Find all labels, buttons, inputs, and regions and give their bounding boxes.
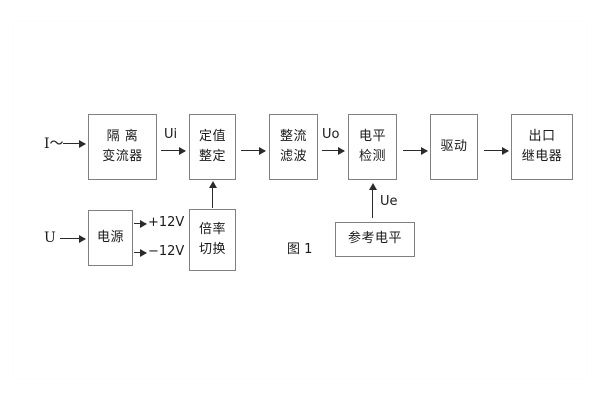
rail-label-negative: −12V [148, 244, 185, 259]
signal-label-ue: Ue [380, 194, 398, 209]
block-power-supply[interactable]: 电源 [88, 210, 133, 266]
arrow-level-to-drive [403, 146, 428, 155]
block-isolation-ct-line-2: 变流器 [102, 149, 143, 164]
signal-label-ui: Ui [164, 127, 178, 142]
block-drive[interactable]: 驱动 [430, 114, 478, 180]
arrow-rectify-to-level [322, 146, 345, 155]
block-reference-level-line-1: 参考电平 [347, 231, 402, 247]
block-rectify-filter[interactable]: 整流 滤波 [269, 114, 318, 180]
arrow-current-to-isolation [63, 139, 86, 148]
arrow-isolation-to-setting [161, 146, 186, 155]
block-drive-line-1: 驱动 [440, 138, 468, 154]
arrow-positive-rail [134, 219, 147, 228]
arrow-drive-to-output-relay [484, 146, 509, 155]
block-level-detect[interactable]: 电平 检测 [348, 114, 397, 180]
block-reference-level[interactable]: 参考电平 [335, 222, 415, 257]
signal-label-uo: Uo [322, 127, 340, 142]
figure-caption: 图 1 [287, 242, 313, 257]
block-level-detect-line-2: 检测 [358, 149, 386, 164]
arrow-multiplier-to-setting [208, 181, 217, 208]
block-setting-value[interactable]: 定值 整定 [189, 114, 236, 180]
arrow-voltage-to-power-supply [60, 234, 86, 243]
block-rectify-filter-line-2: 滤波 [279, 149, 307, 164]
block-isolation-ct[interactable]: 隔 离 变流器 [88, 114, 157, 180]
rail-label-positive: +12V [148, 215, 185, 230]
block-output-relay-line-1: 出口 [528, 128, 556, 144]
block-setting-value-line-1: 定值 [198, 128, 226, 144]
arrow-reference-to-level-detect [368, 183, 377, 218]
page-frame [14, 22, 586, 378]
input-label-voltage: U [44, 230, 56, 246]
block-rectify-filter-line-1: 整流 [279, 128, 307, 144]
block-multiplier-switch[interactable]: 倍率 切换 [189, 209, 236, 271]
block-level-detect-line-1: 电平 [358, 128, 386, 144]
block-isolation-ct-line-1: 隔 离 [106, 128, 139, 144]
arrow-setting-to-rectify [241, 146, 266, 155]
block-output-relay-line-2: 继电器 [521, 149, 563, 164]
block-multiplier-switch-line-1: 倍率 [198, 221, 226, 237]
block-setting-value-line-2: 整定 [198, 149, 226, 164]
block-power-supply-line-1: 电源 [96, 229, 124, 245]
block-output-relay[interactable]: 出口 继电器 [511, 114, 573, 180]
arrow-negative-rail [134, 248, 147, 257]
input-label-current: I～ [44, 136, 64, 152]
block-multiplier-switch-line-2: 切换 [198, 242, 226, 257]
